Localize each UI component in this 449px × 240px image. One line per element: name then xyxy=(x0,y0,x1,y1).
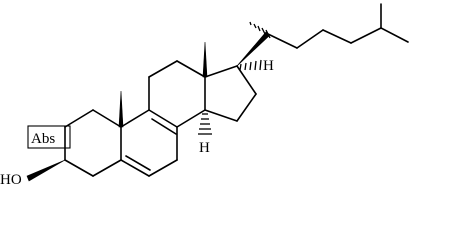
bond-c6-c7 xyxy=(148,159,178,177)
bond-c8-c9-double xyxy=(151,118,177,135)
bond-c8-c9 xyxy=(148,109,178,128)
ring-d xyxy=(204,65,257,122)
ring-b xyxy=(120,109,178,177)
ring-c xyxy=(148,60,206,128)
bond-c3-c4 xyxy=(64,159,94,177)
bond-c17-c16 xyxy=(236,65,257,95)
bond-c13-c17 xyxy=(204,65,238,78)
h14-label: H xyxy=(199,140,210,156)
abs-label-box xyxy=(27,125,71,149)
hydroxyl-label: HO xyxy=(0,172,22,188)
side-chain xyxy=(236,3,409,67)
methyl-c19-wedge xyxy=(118,90,124,128)
bond-c23-c24 xyxy=(322,29,352,44)
bond-c20-c22 xyxy=(267,33,298,49)
bond-c5-c6-double xyxy=(125,155,151,171)
bond-c5-c6 xyxy=(120,159,150,177)
bond-c24-c25 xyxy=(350,27,382,44)
methyl-c21-hash xyxy=(249,21,271,39)
bond-c9-c10 xyxy=(120,109,150,128)
bond-c12-c13 xyxy=(176,60,206,78)
h17-label: H xyxy=(263,58,274,74)
bond-c4-c5 xyxy=(92,159,122,177)
bond-c11-c12 xyxy=(148,60,178,78)
h14-hash xyxy=(198,113,212,135)
bond-c25-c26 xyxy=(380,27,409,43)
steroid-structure-diagram: H H HO Abs xyxy=(0,3,409,188)
bond-c10-c1 xyxy=(92,109,122,128)
h17-hash xyxy=(239,59,262,71)
hydroxyl-wedge xyxy=(26,159,66,182)
bond-c14-c8 xyxy=(176,109,206,128)
bond-c16-c15 xyxy=(236,93,257,122)
bond-c22-c23 xyxy=(296,29,324,49)
bond-c15-c14 xyxy=(204,109,238,122)
methyl-c18-wedge xyxy=(202,41,208,78)
abs-label: Abs xyxy=(31,131,55,147)
ring-a xyxy=(64,109,122,177)
bond-c1-c2 xyxy=(64,109,94,128)
structure-canvas: H H HO Abs xyxy=(0,3,409,188)
